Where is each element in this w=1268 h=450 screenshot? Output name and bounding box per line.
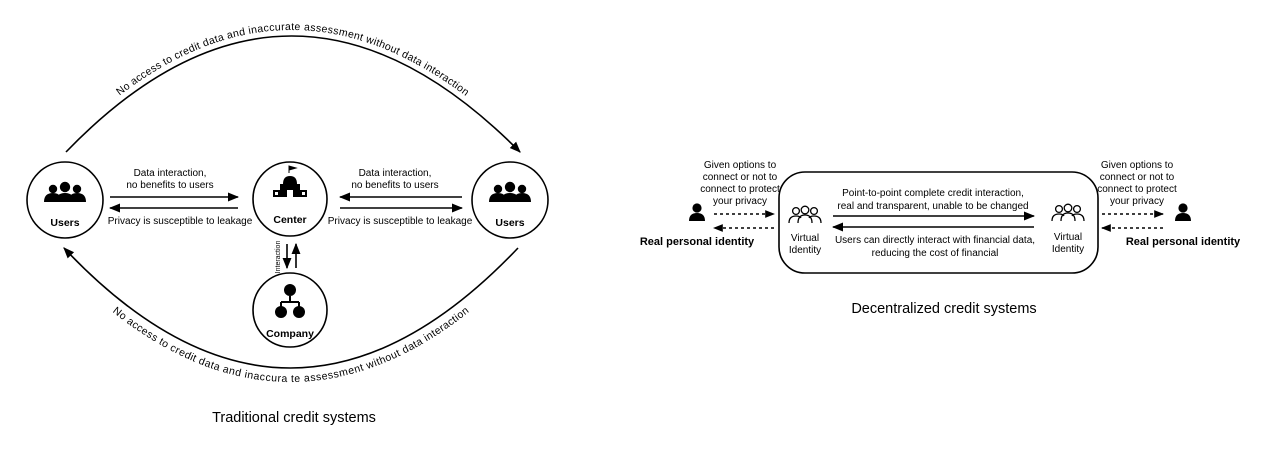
- traditional-credit-system: No access to credit data and inaccurate …: [26, 21, 549, 426]
- right-privacy-label: Privacy is susceptible to leakage: [328, 216, 473, 227]
- users-group-icon: [44, 181, 86, 202]
- interaction-vertical-label: Interaction: [275, 241, 282, 274]
- decentralized-top-line1: Point-to-point complete credit interacti…: [842, 188, 1024, 199]
- virtual-identity-right-line2: Identity: [1052, 244, 1084, 255]
- company-label: Company: [266, 328, 314, 340]
- bottom-arc-arrow: [63, 247, 519, 369]
- left-privacy-label: Privacy is susceptible to leakage: [108, 216, 253, 227]
- real-identity-right-label: Real personal identity: [1126, 236, 1241, 248]
- left-options-line4: your privacy: [713, 196, 767, 207]
- users-right-node: Users: [471, 161, 549, 239]
- right-options-line4: your privacy: [1110, 196, 1164, 207]
- left-options-line2: connect or not to: [703, 172, 778, 183]
- left-data-interaction-line1: Data interaction,: [134, 168, 207, 179]
- decentralized-caption: Decentralized credit systems: [851, 301, 1036, 317]
- right-options-line2: connect or not to: [1100, 172, 1175, 183]
- right-data-interaction-line1: Data interaction,: [359, 168, 432, 179]
- virtual-identity-left-line1: Virtual: [791, 233, 819, 244]
- virtual-users-icon: [788, 205, 822, 224]
- users-left-node: Users: [26, 161, 104, 239]
- right-data-interaction-line2: no benefits to users: [351, 180, 438, 191]
- center-node: Center: [252, 161, 328, 237]
- right-options-line1: Given options to: [1101, 160, 1174, 171]
- users-group-icon: [489, 181, 531, 202]
- decentralized-credit-system: Real personal identity Real personal ide…: [640, 160, 1241, 317]
- decentralized-top-line2: real and transparent, unable to be chang…: [837, 201, 1028, 212]
- users-left-label: Users: [50, 217, 79, 229]
- center-label: Center: [273, 214, 306, 226]
- person-icon: [1175, 203, 1191, 221]
- decentralized-bottom-line2: reducing the cost of financial: [872, 248, 999, 259]
- decentralized-bottom-line1: Users can directly interact with financi…: [835, 235, 1035, 246]
- company-hierarchy-icon: [275, 284, 305, 318]
- top-arc-label: No access to credit data and inaccurate …: [114, 21, 471, 99]
- left-options-line1: Given options to: [704, 160, 777, 171]
- decentralized-boundary: [778, 171, 1099, 274]
- virtual-identity-right-line1: Virtual: [1054, 232, 1082, 243]
- left-options-line3: connect to protect: [700, 184, 780, 195]
- traditional-caption: Traditional credit systems: [212, 410, 376, 426]
- virtual-identity-left-line2: Identity: [789, 245, 821, 256]
- right-options-line3: connect to protect: [1097, 184, 1177, 195]
- left-data-interaction-line2: no benefits to users: [126, 180, 213, 191]
- virtual-users-icon: [1051, 203, 1085, 222]
- center-building-icon: [273, 165, 307, 197]
- users-right-label: Users: [495, 217, 524, 229]
- person-icon: [689, 203, 705, 221]
- company-node: Company: [252, 272, 328, 348]
- real-identity-left-label: Real personal identity: [640, 236, 755, 248]
- top-arc-arrow: [65, 35, 521, 153]
